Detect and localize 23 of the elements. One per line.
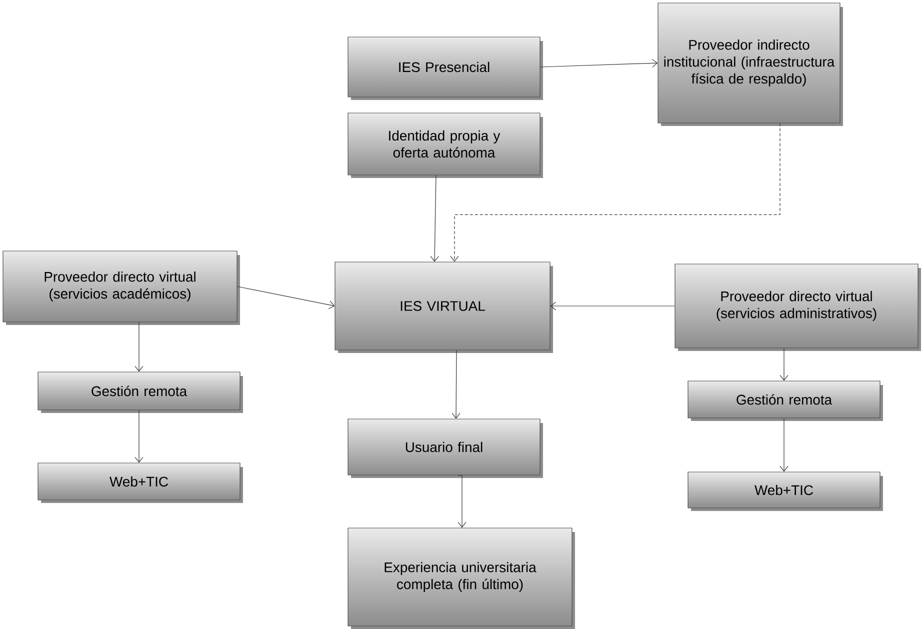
arrow <box>458 475 466 528</box>
process-box: Proveedor directo virtual (servicios administrativos) <box>674 264 921 351</box>
arrow <box>540 58 658 68</box>
arrow <box>550 302 675 310</box>
arrow <box>430 175 439 262</box>
arrow <box>237 286 335 310</box>
process-box: IES VIRTUAL <box>334 262 553 353</box>
process-box: Gestión remota <box>688 380 883 421</box>
process-box: Proveedor directo virtual (servicios académicos) <box>2 250 240 325</box>
arrow <box>450 123 780 262</box>
process-box: Usuario final <box>348 418 543 478</box>
process-box: Web+TIC <box>688 472 883 511</box>
process-box: Proveedor indirecto institucional (infraestructura física de respaldo) <box>658 2 843 126</box>
arrow <box>452 350 460 419</box>
arrow <box>780 348 788 381</box>
process-box: Web+TIC <box>38 462 243 503</box>
process-box: Experiencia universitaria completa (fin último) <box>348 528 575 629</box>
process-box: IES Presencial <box>348 36 543 100</box>
arrow <box>134 410 144 463</box>
arrow <box>134 322 144 372</box>
process-box: Identidad propia y oferta autónoma <box>348 112 543 178</box>
arrow <box>780 418 788 472</box>
process-box: Gestión remota <box>38 372 243 413</box>
